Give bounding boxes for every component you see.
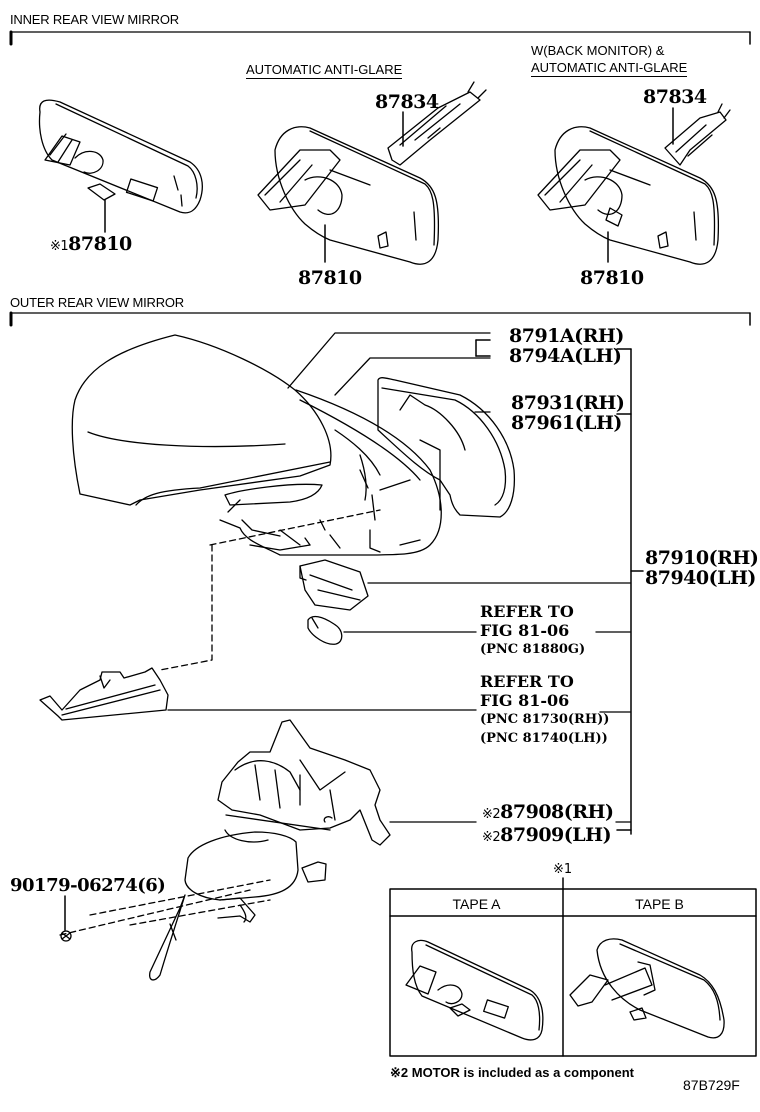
tape-a-mirror-drawing [405,939,544,1041]
inner-section-title: INNER REAR VIEW MIRROR [10,12,179,27]
inner-section-bracket [9,30,751,46]
callout-mirror-glass[interactable]: 87931(RH) 87961(LH) [511,392,625,434]
screw-drawing [60,895,72,942]
outer-mirror-housing-drawing [219,357,491,556]
callout-turn-signal-reference[interactable]: REFER TO FIG 81-06 (PNC 81730(RH)) (PNC … [480,672,610,746]
inner-mirror-backmonitor-drawing [537,103,731,265]
outer-mirror-dashed-guides [59,509,381,936]
tape-b-header: TAPE B [635,896,684,912]
inner-mirror-antiglare-drawing [257,81,487,265]
inner-mirror-basic-drawing [38,99,203,233]
turn-signal-lamp-drawing [39,667,631,721]
mirror-base-drawing [149,829,327,981]
callout-cover[interactable]: 8791A(RH) 8794A(LH) [509,325,624,367]
callout-screw[interactable]: 90179-06274(6) [10,875,166,896]
callout-mirror-assy[interactable]: 87910(RH) 87940(LH) [645,547,759,589]
outer-section-title: OUTER REAR VIEW MIRROR [10,295,184,310]
bulb-drawing [307,615,631,645]
part-number-87834-antiglare[interactable]: 87834 [375,91,439,113]
tape-b-mirror-drawing [569,938,725,1039]
motor-footnote: ※2 MOTOR is included as a component [390,1065,634,1080]
part-number-87810-basic[interactable]: ※187810 [50,233,132,255]
part-number-87810-backmonitor[interactable]: 87810 [580,267,644,289]
callout-motor[interactable]: ※287908(RH) ※287909(LH) [482,801,614,846]
outer-mirror-cover-drawing [71,332,491,506]
variant-label-antiglare: AUTOMATIC ANTI-GLARE [246,62,403,79]
tape-a-header: TAPE A [452,896,501,912]
outer-mirror-glass-drawing [377,377,516,518]
callout-lamp-reference[interactable]: REFER TO FIG 81-06 (PNC 81880G) [480,602,586,657]
tape-table-mark: ※1 [553,862,573,877]
part-number-87810-antiglare[interactable]: 87810 [298,267,362,289]
assy-callout-bracket [475,339,644,835]
figure-id: 87B729F [683,1077,740,1093]
part-number-87834-backmonitor[interactable]: 87834 [643,86,707,108]
side-lamp-housing-drawing [299,559,631,611]
outer-section-bracket [9,311,751,327]
variant-label-backmonitor: W(BACK MONITOR) & AUTOMATIC ANTI-GLARE [531,43,688,77]
tape-table-frame [389,877,757,1057]
mirror-motor-drawing [217,719,631,846]
